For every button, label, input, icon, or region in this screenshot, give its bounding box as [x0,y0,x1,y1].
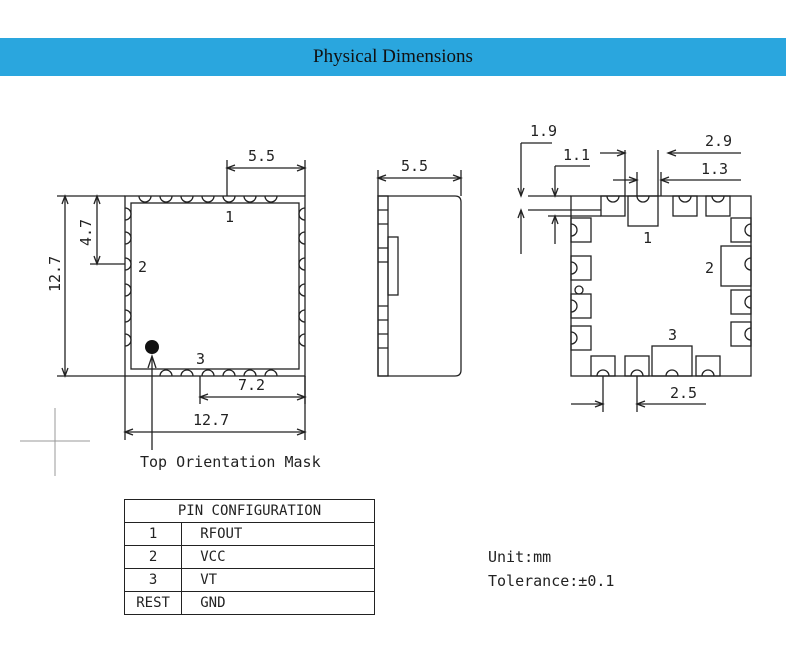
pin-number: 2 [123,545,183,569]
dim-d4: 1.3 [701,160,728,178]
table-row: 1 RFOUT [123,522,375,546]
notes: Unit:mm Tolerance:±0.1 [488,545,614,593]
bottom-view [517,142,752,412]
dim-width-top: 5.5 [248,147,275,165]
bottom-pin-label-3: 3 [668,326,677,344]
left-castellations [124,207,132,347]
orientation-arrowhead [147,353,157,369]
title-banner: Physical Dimensions [0,38,786,76]
pin-function: RFOUT [181,522,375,546]
top-view [57,160,307,450]
bottom-pin-label-1: 1 [643,229,652,247]
table-row: 2 VCC [123,545,375,569]
top-pin-label-2: 2 [138,258,147,276]
pin-configuration-table: PIN CONFIGURATION 1 RFOUT 2 VCC 3 VT RES… [123,499,375,615]
dim-thickness: 5.5 [401,157,428,175]
top-view-outline [124,195,306,377]
pin-number: 3 [123,568,183,592]
side-view [376,170,463,377]
bottom-castellations [159,369,278,377]
dim-height-left: 12.7 [46,256,64,292]
table-header-row: PIN CONFIGURATION [124,499,375,523]
top-pin-label-1: 1 [225,208,234,226]
page-title: Physical Dimensions [313,46,473,67]
table-row: 3 VT [123,568,375,592]
dim-pin1-offset: 4.7 [77,219,95,246]
pin-number: REST [123,591,183,615]
dim-d1: 1.9 [530,122,557,140]
dim-width-bottom: 12.7 [193,411,229,429]
top-castellations [138,195,278,203]
pin-number: 1 [123,522,183,546]
table-header: PIN CONFIGURATION [124,499,375,523]
tolerance-note: Tolerance:±0.1 [488,572,615,590]
bottom-pin-label-2: 2 [705,259,714,277]
unit-note: Unit:mm [488,548,552,566]
side-view-base [377,195,389,377]
pin-function: VT [181,568,375,592]
dim-d3: 2.9 [705,132,732,150]
right-castellations [298,207,306,347]
side-view-body [377,195,462,377]
top-view-lid [130,202,300,370]
table-row: REST GND [123,591,375,615]
top-pin-label-3: 3 [196,350,205,368]
dim-pin-spacing: 7.2 [238,376,265,394]
side-view-pin [387,236,399,296]
dim-d5: 2.5 [670,384,697,402]
pin-function: GND [181,591,375,615]
crosshair-mark [20,408,90,476]
dim-d2: 1.1 [563,146,590,164]
orientation-dot [145,340,159,354]
pin-function: VCC [181,545,375,569]
orientation-caption: Top Orientation Mask [140,453,321,471]
